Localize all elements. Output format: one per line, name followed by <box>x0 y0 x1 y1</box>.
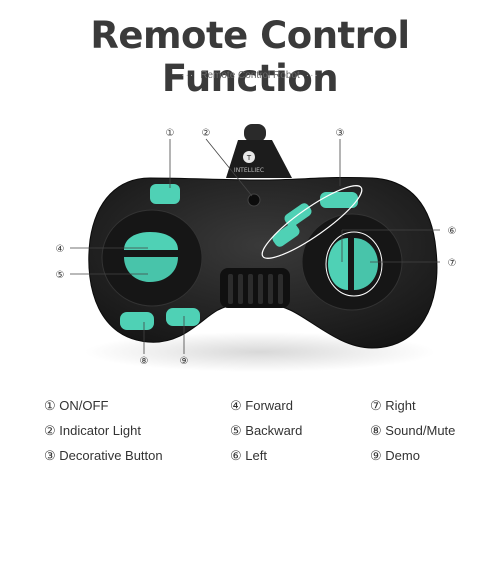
brand-label: INTELLIEC <box>234 167 264 174</box>
decorative-button-lower[interactable] <box>271 221 302 249</box>
page-subtitle: ··· Remote Control Robot ··· <box>0 70 500 81</box>
callout-5: ⑤ <box>56 270 65 281</box>
brand-logo-icon <box>243 151 255 163</box>
callout-4: ④ <box>56 244 65 255</box>
callout-6: ⑥ <box>448 226 457 237</box>
legend-item-demo: ⑨ Demo <box>370 448 420 463</box>
callout-numbers: ① ② ③ ④ ⑤ ⑥ ⑦ ⑧ ⑨ <box>56 128 457 367</box>
decorative-button-top[interactable] <box>320 192 358 208</box>
legend-item-right: ⑦ Right <box>370 398 416 413</box>
left-button[interactable] <box>328 238 348 290</box>
callout-7: ⑦ <box>448 258 457 269</box>
demo-button[interactable] <box>166 308 200 326</box>
page-title: Remote Control Function <box>90 14 410 100</box>
callout-9: ⑨ <box>180 356 189 367</box>
legend-item-decorative-button: ③ Decorative Button <box>44 448 163 463</box>
legend-item-left: ⑥ Left <box>230 448 267 463</box>
left-right-highlight <box>325 231 383 297</box>
right-button[interactable] <box>354 238 378 290</box>
legend-item-sound-mute: ⑧ Sound/Mute <box>370 423 456 438</box>
on-off-button[interactable] <box>150 184 180 204</box>
function-legend: ① ON/OFF ② Indicator Light ③ Decorative … <box>0 398 500 478</box>
legend-item-indicator-light: ② Indicator Light <box>44 423 141 438</box>
antenna: T INTELLIEC <box>226 124 292 178</box>
subtitle-dots-left: ··· <box>181 70 195 81</box>
callout-3: ③ <box>336 128 345 139</box>
speaker-grille <box>220 268 290 308</box>
subtitle-text: Remote Control Robot <box>200 70 300 81</box>
callout-1: ① <box>166 128 175 139</box>
decorative-highlight <box>261 185 363 259</box>
legend-item-on-off: ① ON/OFF <box>44 398 109 413</box>
indicator-light <box>247 193 261 207</box>
forward-button[interactable] <box>124 232 178 250</box>
leader-lines <box>70 138 440 354</box>
backward-button[interactable] <box>124 257 178 282</box>
sound-mute-button[interactable] <box>120 312 154 330</box>
legend-item-forward: ④ Forward <box>230 398 293 413</box>
callout-2: ② <box>202 128 211 139</box>
svg-text:T: T <box>246 154 252 162</box>
legend-item-backward: ⑤ Backward <box>230 423 303 438</box>
callout-8: ⑧ <box>140 356 149 367</box>
subtitle-dots-right: ··· <box>305 70 319 81</box>
